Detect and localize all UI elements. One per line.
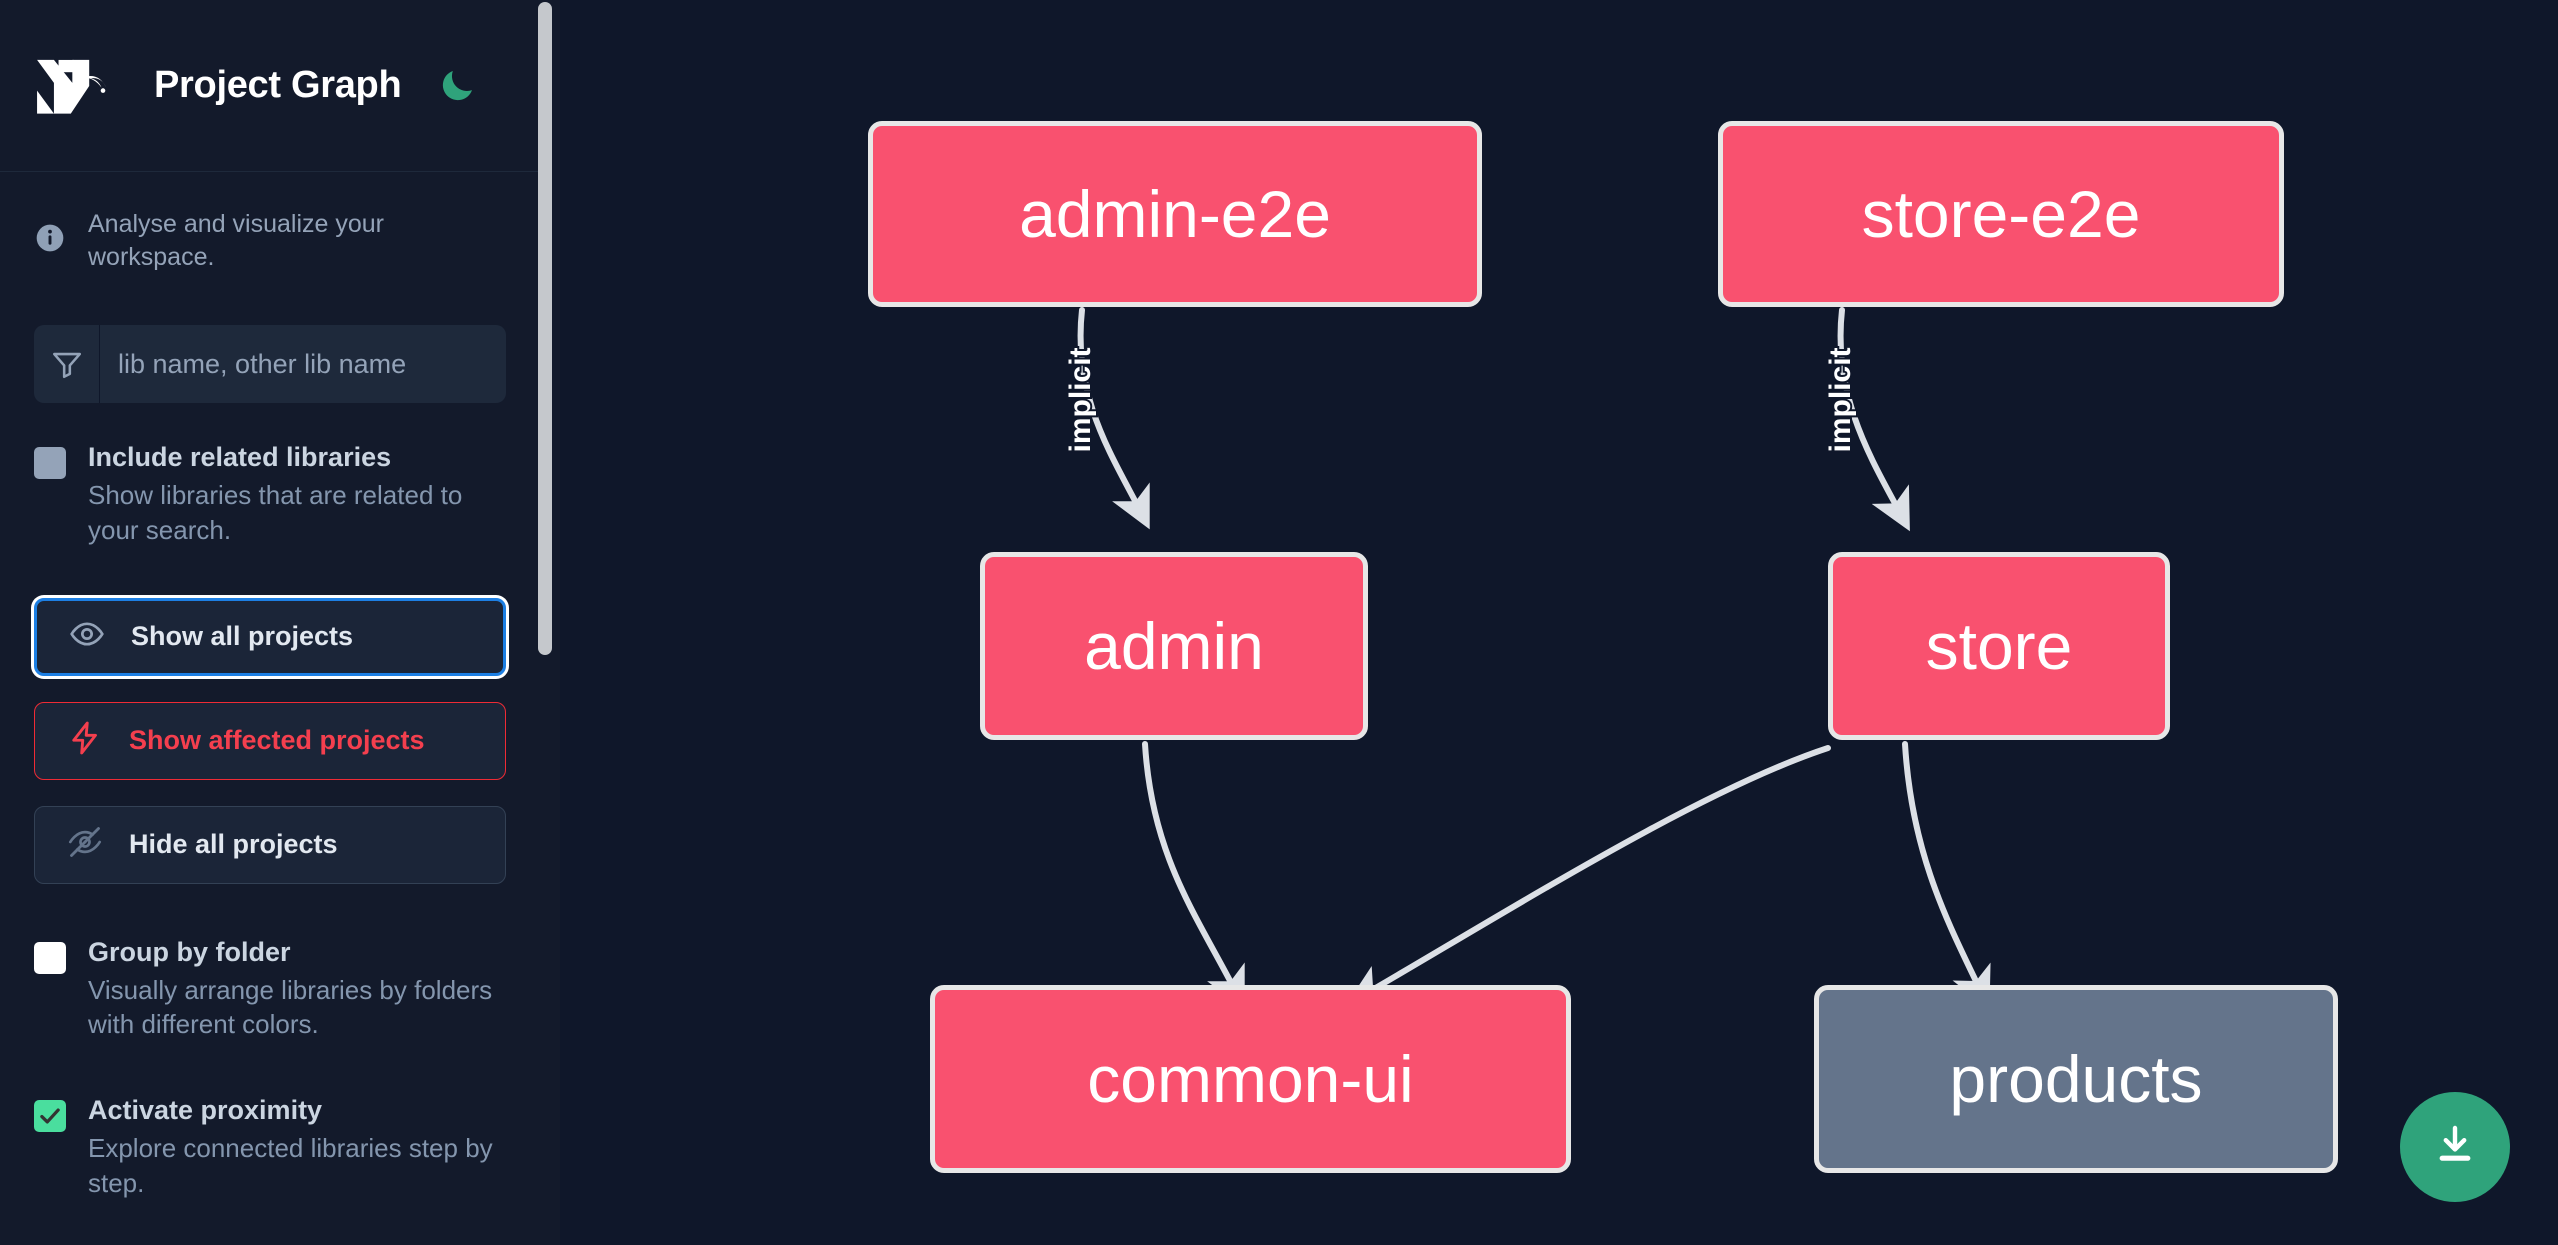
edge-label-implicit-store: implicit: [1824, 347, 1857, 452]
page-title: Project Graph: [154, 64, 402, 106]
graph-node-store[interactable]: store: [1828, 552, 2170, 740]
eye-off-icon: [67, 824, 103, 865]
graph-node-products[interactable]: products: [1814, 985, 2338, 1173]
sidebar-scrollbar-thumb[interactable]: [538, 2, 552, 655]
sidebar-header: Project Graph: [0, 0, 540, 172]
sidebar-info-text: Analyse and visualize your workspace.: [88, 210, 384, 271]
eye-icon: [69, 616, 105, 657]
node-label: products: [1949, 1042, 2203, 1116]
visibility-button-group: Show all projects Show affected projects: [34, 597, 506, 884]
download-icon: [2431, 1121, 2479, 1174]
button-label: Show affected projects: [129, 725, 425, 755]
sidebar-body: Include related libraries Show libraries…: [0, 325, 540, 1245]
node-label: common-ui: [1087, 1042, 1414, 1116]
sidebar-scrollbar[interactable]: [538, 0, 552, 1245]
button-label: Hide all projects: [129, 829, 338, 859]
graph-node-admin[interactable]: admin: [980, 552, 1368, 740]
search-input[interactable]: [100, 325, 506, 403]
option-label: Activate proximity: [88, 1095, 323, 1125]
node-label: admin-e2e: [1019, 177, 1331, 251]
info-circle-icon: [34, 222, 66, 259]
node-label: store: [1925, 609, 2073, 683]
hide-all-projects-button[interactable]: Hide all projects: [34, 805, 506, 884]
option-group-by-folder[interactable]: Group by folder Visually arrange librari…: [34, 936, 506, 1043]
button-label: Show all projects: [131, 621, 354, 651]
checkbox-group-by-folder[interactable]: [34, 941, 66, 974]
edge-store-to-common-ui: [1345, 745, 1831, 1006]
option-label: Group by folder: [88, 936, 291, 967]
edge-labels: implicit implicit: [1062, 345, 1859, 454]
filter-icon: [34, 325, 100, 403]
node-label: store-e2e: [1861, 177, 2141, 251]
edge-store-to-products: [1902, 741, 1991, 1010]
node-label: admin: [1084, 609, 1264, 683]
option-description: Visually arrange libraries by folders wi…: [88, 974, 493, 1040]
option-activate-proximity[interactable]: Activate proximity Explore connected lib…: [34, 1096, 506, 1201]
graph-node-store-e2e[interactable]: store-e2e: [1718, 121, 2284, 307]
option-description: Show libraries that are related to your …: [88, 480, 463, 545]
option-include-related-libraries[interactable]: Include related libraries Show libraries…: [34, 443, 506, 548]
check-icon: [40, 1108, 60, 1124]
graph-node-common-ui[interactable]: common-ui: [930, 985, 1571, 1173]
sidebar: Project Graph Analyse and visualize your…: [0, 0, 560, 1245]
lightning-icon: [67, 720, 103, 761]
graph-canvas[interactable]: implicit implicit admin-e2e store-e2e ad…: [560, 0, 2558, 1245]
sidebar-scroll-area[interactable]: Project Graph Analyse and visualize your…: [0, 0, 560, 1245]
sidebar-info: Analyse and visualize your workspace.: [0, 172, 540, 273]
graph-node-admin-e2e[interactable]: admin-e2e: [868, 121, 1482, 307]
nx-logo-icon: [34, 55, 126, 117]
edge-admin-to-common-ui: [1142, 741, 1245, 1010]
search-field[interactable]: [34, 325, 506, 403]
moon-icon[interactable]: [435, 64, 479, 108]
option-label: Include related libraries: [88, 442, 392, 472]
show-affected-projects-button[interactable]: Show affected projects: [34, 701, 506, 780]
checkbox-include-related-libraries[interactable]: [34, 447, 66, 479]
edge-admin-e2e-to-admin: [1077, 307, 1150, 530]
download-image-button[interactable]: [2400, 1092, 2510, 1202]
show-all-projects-button[interactable]: Show all projects: [34, 597, 506, 676]
checkbox-activate-proximity[interactable]: [34, 1100, 66, 1132]
graph-edges: implicit implicit: [1062, 307, 1991, 1010]
option-description: Explore connected libraries step by step…: [88, 1133, 493, 1198]
edge-label-implicit-admin: implicit: [1064, 347, 1097, 452]
